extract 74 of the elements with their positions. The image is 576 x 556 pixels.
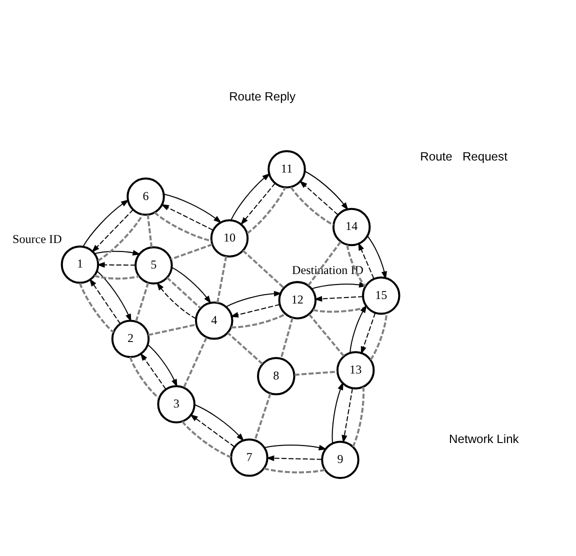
connector xyxy=(242,249,284,288)
arrow xyxy=(240,182,276,225)
legend-label: Network Link xyxy=(449,431,519,446)
arrow xyxy=(160,204,214,230)
arrow xyxy=(92,208,134,252)
arrow xyxy=(194,404,244,441)
node-circle: 3 xyxy=(157,384,196,423)
connector xyxy=(148,323,196,336)
connector xyxy=(146,214,153,247)
connector xyxy=(294,370,338,376)
connector xyxy=(216,256,228,303)
connector xyxy=(170,243,213,260)
node-circle: 14 xyxy=(332,207,371,246)
arrow xyxy=(140,352,166,389)
node-circle: 5 xyxy=(134,246,173,284)
arrow xyxy=(96,270,132,322)
connector xyxy=(312,306,368,312)
arrow xyxy=(147,344,178,387)
connector xyxy=(290,186,334,226)
arrow xyxy=(264,444,327,450)
node-circle: 7 xyxy=(230,438,268,476)
connector xyxy=(264,466,326,473)
connector xyxy=(97,214,144,262)
arrow xyxy=(367,235,387,279)
arrow xyxy=(94,249,141,255)
arrow xyxy=(96,262,136,268)
node-circle: 2 xyxy=(111,319,150,358)
arrow xyxy=(342,388,353,443)
arrow xyxy=(358,242,374,278)
connector xyxy=(246,186,286,234)
connector xyxy=(154,211,212,242)
arrow xyxy=(332,381,344,443)
connector xyxy=(94,274,140,280)
arrow xyxy=(82,199,130,246)
connector xyxy=(166,276,201,308)
arrow xyxy=(314,296,363,302)
connector xyxy=(352,386,365,447)
arrow xyxy=(350,304,367,352)
arrow xyxy=(164,193,222,223)
arrow xyxy=(171,266,212,304)
arrow xyxy=(230,172,270,220)
node-circle: 9 xyxy=(321,440,360,478)
node-circle: 6 xyxy=(126,176,165,216)
connector xyxy=(231,312,286,328)
connector xyxy=(182,336,208,388)
arrow xyxy=(190,414,235,447)
legend-label: Route Reply xyxy=(229,88,296,103)
connector xyxy=(346,244,366,287)
connector xyxy=(181,420,232,458)
arrow xyxy=(89,278,121,324)
node-circle: 8 xyxy=(257,356,296,395)
arrow xyxy=(360,312,376,354)
arrow xyxy=(266,454,322,461)
arrow xyxy=(156,282,196,319)
connector xyxy=(78,282,114,333)
connector xyxy=(129,356,160,398)
connector xyxy=(135,282,150,322)
connector xyxy=(308,313,345,356)
connector xyxy=(370,312,388,360)
node-label: Source ID xyxy=(12,232,62,246)
node-circle: 4 xyxy=(194,301,234,340)
connector xyxy=(254,392,272,440)
arrow xyxy=(226,290,282,307)
arrow xyxy=(230,304,280,318)
arrow xyxy=(304,170,348,210)
connector xyxy=(227,332,264,364)
node-circle: 12 xyxy=(278,280,317,319)
legend-label: Route Request xyxy=(420,149,508,164)
arrow xyxy=(299,180,338,215)
node-circle: 11 xyxy=(268,150,306,188)
connector xyxy=(280,317,294,358)
node-circle: 15 xyxy=(362,276,400,314)
connector xyxy=(308,240,342,286)
node-circle: 10 xyxy=(210,218,249,257)
